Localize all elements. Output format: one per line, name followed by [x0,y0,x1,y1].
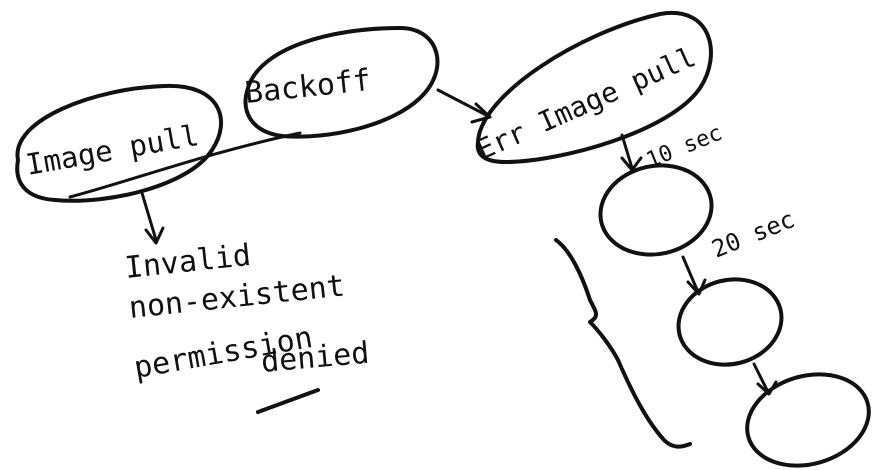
reasons-underline [256,388,320,414]
arrow-to-retry-1 [620,133,634,170]
connector-underline [68,131,302,199]
image-pull-ellipse [15,83,223,203]
arrow-to-retry-3 [752,362,770,394]
backoff-node: Backoff [243,26,440,139]
retry-attempt-3 [745,372,871,468]
backoff-label: Backoff [243,63,372,111]
retry-brace [554,238,692,449]
image-pull-label: Image pull [23,118,201,182]
arrow-backoff-to-err [436,88,492,124]
arrow-image-pull-to-reasons [140,191,165,245]
retry-attempt-2 [676,277,784,367]
err-image-pull-ellipse [475,10,713,164]
retry-attempt-1 [598,163,714,257]
arrow-to-retry-2 [681,255,700,294]
backoff-ellipse [243,26,440,139]
retry-chain: 10 sec 20 sec [598,121,871,468]
reason-invalid: Invalid [123,238,252,286]
failure-reasons: Invalid non-existent permission denied [123,238,371,414]
retry-interval-2: 20 sec [708,205,799,263]
